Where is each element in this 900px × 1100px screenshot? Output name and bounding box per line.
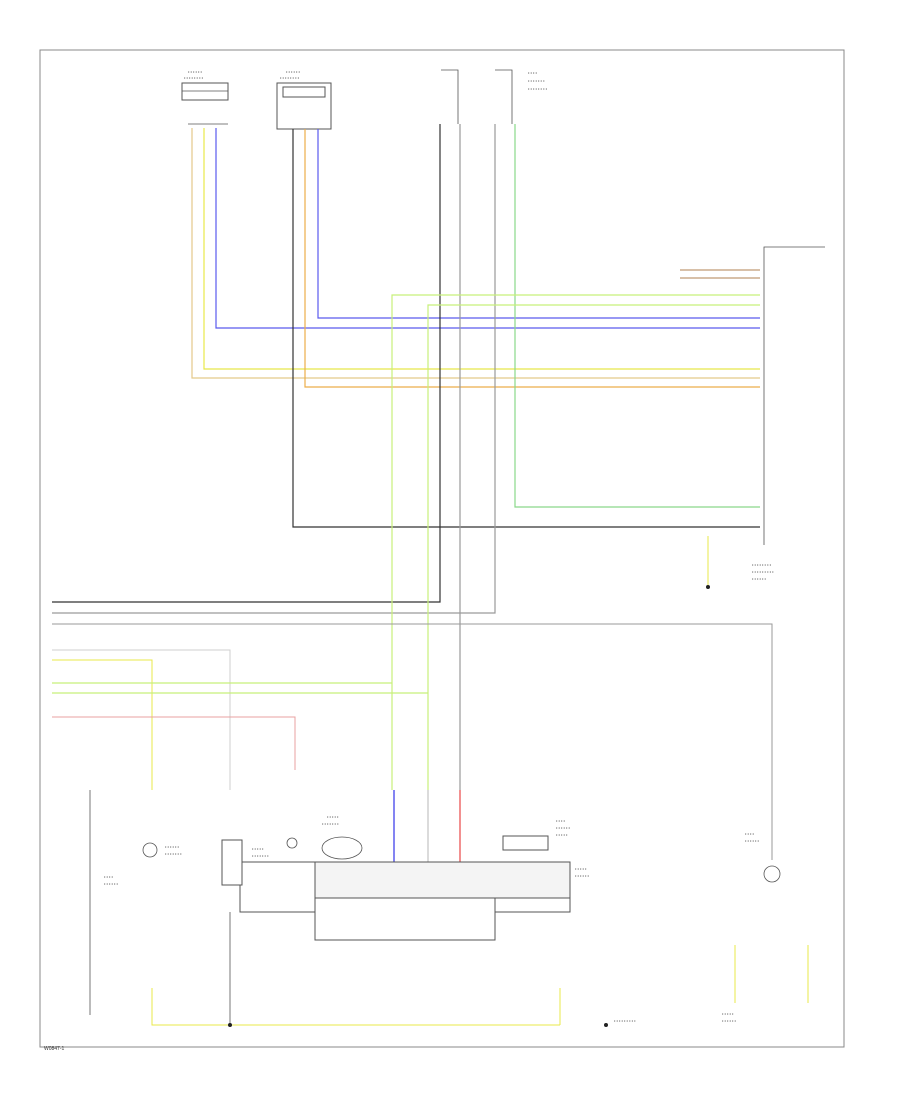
- svg-text:• • • • • •: • • • • • •: [286, 69, 301, 74]
- wire-black-1: [292, 129, 760, 528]
- svg-text:• • • • • •: • • • • • •: [752, 576, 767, 581]
- wire-gray-3: [52, 623, 773, 860]
- svg-text:• • • • • • • •: • • • • • • • •: [280, 75, 300, 80]
- module-connector: • • • • • • • • • • • • • • •: [502, 818, 571, 851]
- wire-brown-1: [680, 269, 760, 279]
- svg-text:• • • •: • • • •: [556, 818, 566, 823]
- wire-orange-1: [304, 129, 760, 388]
- svg-text:• • • • • •: • • • • • •: [188, 69, 203, 74]
- wire-green-yellow-2: [427, 304, 760, 790]
- svg-text:• • • • • •: • • • • • •: [575, 873, 590, 878]
- left-top-component: • • • • • • • • • • • • • •: [181, 69, 229, 125]
- right-lamp: • • • • • • • • • •: [745, 831, 781, 883]
- svg-text:• • • •: • • • •: [104, 874, 114, 879]
- svg-text:• • • •: • • • •: [745, 831, 755, 836]
- svg-text:• • • • •: • • • • •: [556, 832, 568, 837]
- left-switch: • • • • • • • • • • • • • • • • • • • • …: [89, 790, 182, 1015]
- wire-green-yellow-1: [391, 294, 760, 790]
- svg-text:• • • • • • •: • • • • • • •: [322, 821, 339, 826]
- wire-green-1: [514, 124, 760, 508]
- wire-black-2: [52, 124, 441, 603]
- right-bottom-grounds: • • • • • • • • • • •: [722, 945, 809, 1023]
- svg-text:• • • •: • • • •: [528, 70, 538, 75]
- center-left-switch: • • • • • • • • • • • •: [221, 839, 269, 886]
- svg-text:• • • • • •: • • • • • •: [104, 881, 119, 886]
- svg-text:• • • • • •: • • • • • •: [722, 1018, 737, 1023]
- svg-text:• • • • •: • • • • •: [575, 866, 587, 871]
- wire-yellow-1: [203, 128, 760, 370]
- svg-text:• • • • • •: • • • • • •: [556, 825, 571, 830]
- svg-text:• • • • •: • • • • •: [327, 814, 339, 819]
- ground-right: [706, 536, 710, 589]
- svg-text:• • • • • •: • • • • • •: [745, 838, 760, 843]
- svg-text:• • • • • • •: • • • • • • •: [165, 851, 182, 856]
- svg-text:• • • • • • •: • • • • • • •: [252, 853, 269, 858]
- top-switch-assembly: • • • • • • • • • • • • • • • • • • •: [441, 69, 548, 124]
- svg-text:• • • • •: • • • • •: [722, 1011, 734, 1016]
- right-top-component: • • • • • • • • • • • • • •: [276, 69, 332, 130]
- svg-text:• • • • • • •: • • • • • • •: [528, 78, 545, 83]
- svg-text:• • • • • • • •: • • • • • • • •: [528, 86, 548, 91]
- right-connector: • • • • • • • • • • • • • • • • • • • • …: [752, 246, 825, 581]
- wire-yellow-2: [52, 659, 153, 790]
- svg-text:• • • • • • • •: • • • • • • • •: [752, 562, 772, 567]
- svg-text:• • • • • • • • •: • • • • • • • • •: [752, 569, 774, 574]
- diagram-frame: [39, 49, 845, 1048]
- wire-blue-1: [215, 128, 760, 329]
- svg-text:• • • • • •: • • • • • •: [165, 844, 180, 849]
- svg-text:• • • • •: • • • • •: [252, 846, 264, 851]
- motor-symbol: • • • • • • • • • • • •: [286, 814, 363, 860]
- wire-tan-1: [191, 128, 760, 379]
- wire-blue-2: [317, 129, 760, 319]
- wire-gray-2: [52, 124, 496, 614]
- wire-white-1: [52, 649, 231, 790]
- svg-text:• • • • • • • •: • • • • • • • •: [184, 75, 204, 80]
- wire-pink-1: [52, 716, 296, 770]
- control-module: • • • • • • • • • • •: [239, 861, 590, 941]
- bottom-ground-bus: • • • • • • • • •: [151, 912, 636, 1027]
- svg-text:• • • • • • • • •: • • • • • • • • •: [614, 1018, 636, 1023]
- page-ref: W0847-1: [44, 1046, 65, 1052]
